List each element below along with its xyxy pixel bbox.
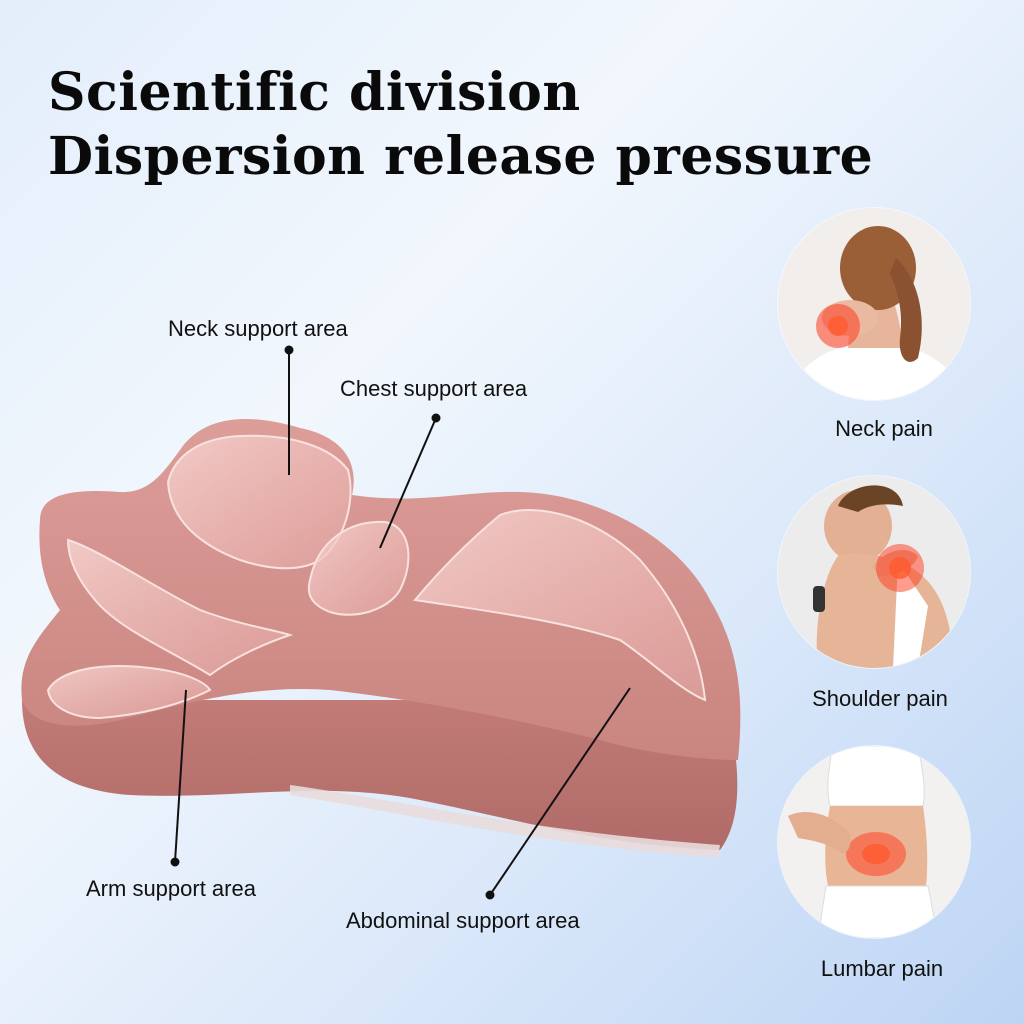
chest-gel-pad: [307, 520, 410, 616]
abdominal-callout-dot: [485, 890, 495, 900]
lumbar-pain-photo: [778, 746, 970, 938]
arm-gel-pad-top: [66, 538, 294, 677]
chest-callout-line: [379, 417, 437, 549]
neck-support-label: Neck support area: [168, 316, 348, 341]
headline-line-2: Dispersion release pressure: [48, 126, 874, 187]
headline-line-1: Scientific division: [48, 62, 581, 123]
lumbar-pain-label: Lumbar pain: [820, 956, 944, 981]
chest-callout-dot: [431, 413, 441, 423]
abdominal-support-label: Abdominal support area: [346, 908, 580, 933]
arm-callout-dot: [170, 857, 180, 867]
arm-callout-line: [174, 689, 187, 863]
shoulder-pain-label: Shoulder pain: [812, 686, 948, 711]
neck-gel-pad: [166, 434, 352, 570]
chest-support-label: Chest support area: [340, 376, 528, 401]
neck-pain-photo: [778, 208, 970, 400]
abdominal-gel-pad: [413, 509, 707, 702]
neck-pain-label: Neck pain: [835, 416, 933, 441]
arm-gel-pad-bottom: [46, 665, 212, 720]
neck-callout-dot: [284, 345, 294, 355]
arm-support-label: Arm support area: [86, 876, 256, 901]
abdominal-callout-line: [489, 687, 631, 896]
shoulder-pain-photo: [778, 476, 970, 668]
